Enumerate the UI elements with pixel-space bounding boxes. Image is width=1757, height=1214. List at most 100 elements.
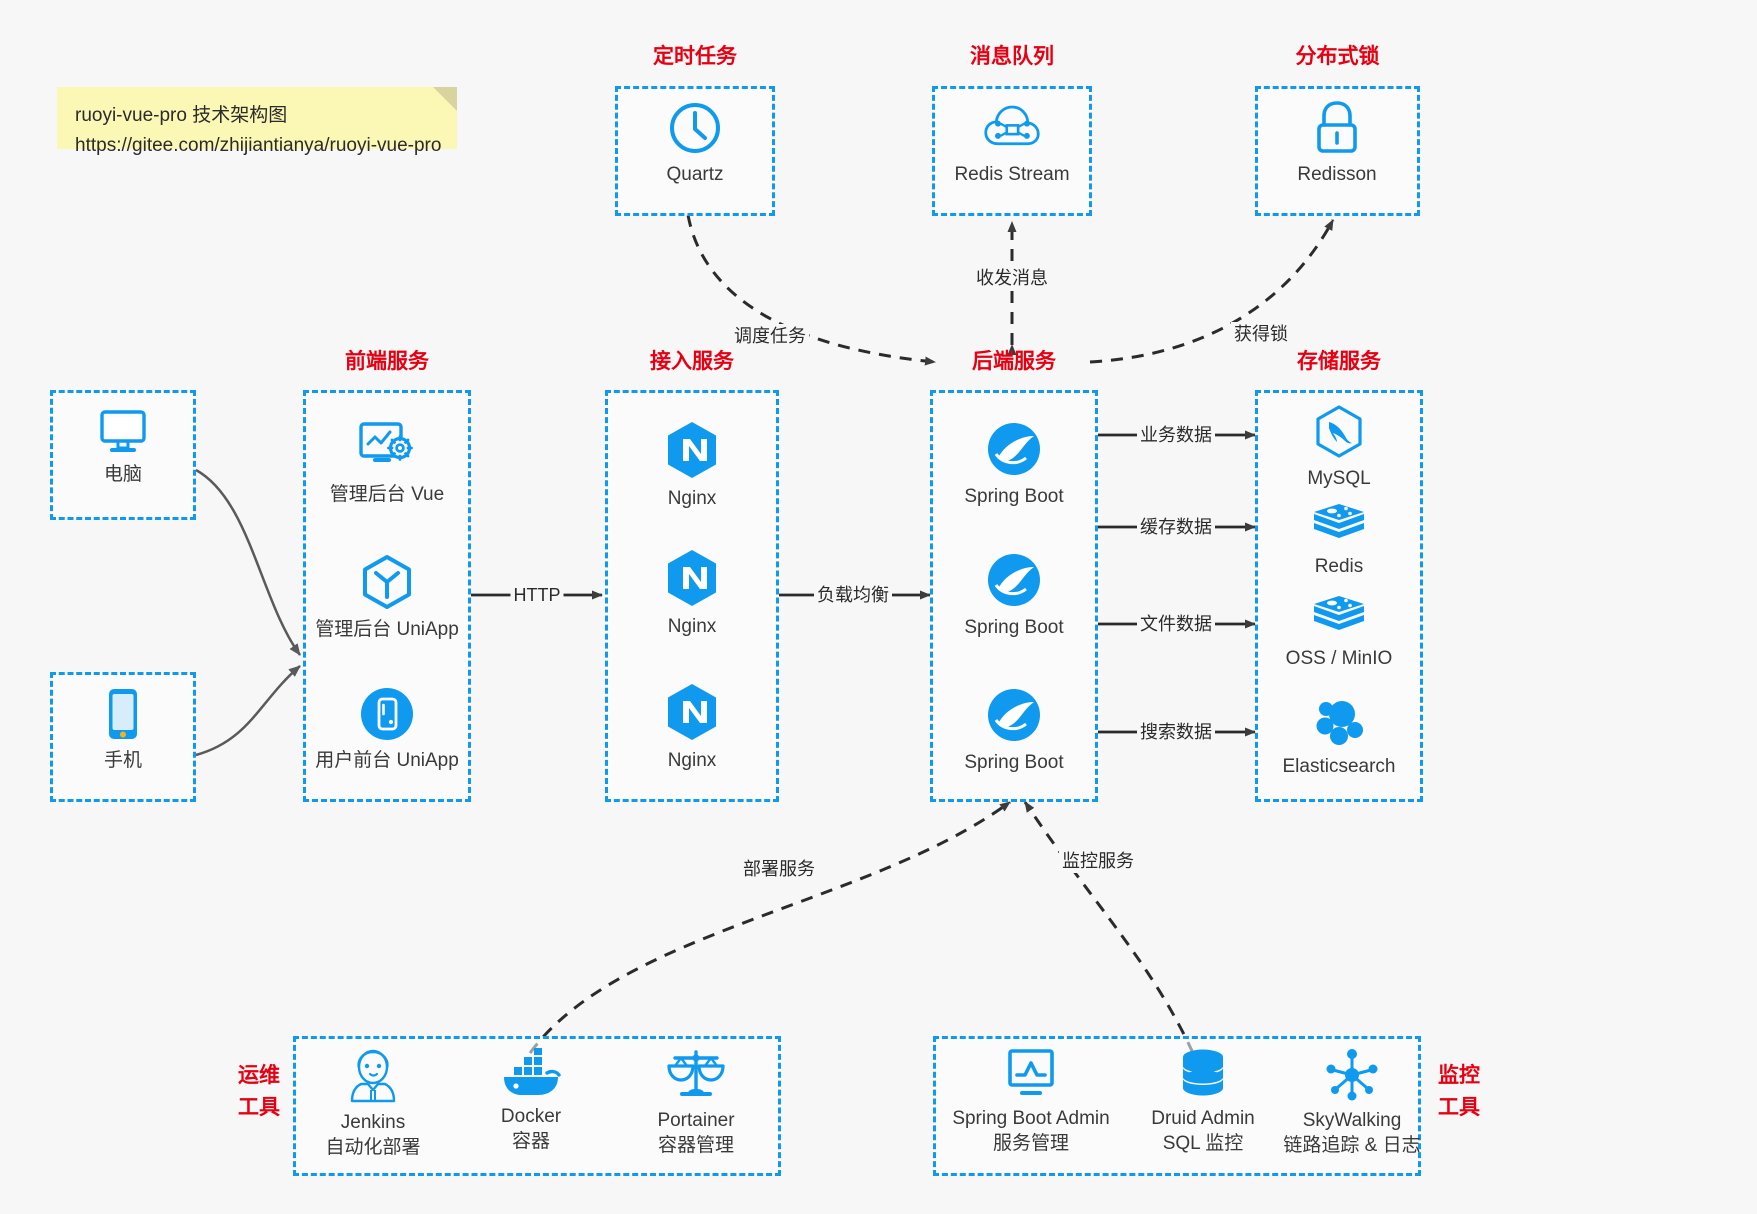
node-user-uniapp[interactable]: 用户前台 UniApp (313, 686, 461, 773)
node-nginx-3[interactable]: Nginx (630, 682, 754, 773)
node-label: Nginx (667, 488, 717, 509)
node-redisson[interactable]: Redisson (1277, 100, 1397, 187)
node-oss-minio[interactable]: OSS / MinIO (1270, 594, 1408, 671)
group-title-devops: 运维 工具 (228, 1060, 290, 1124)
edge-mobile-frontend (195, 665, 301, 757)
clock-icon (670, 103, 720, 153)
jenkins-icon (350, 1049, 396, 1103)
node-nginx-2[interactable]: Nginx (630, 548, 754, 639)
edge-backend-lock-line (1089, 219, 1335, 364)
node-label: Nginx (667, 750, 717, 771)
node-redis-stream[interactable]: Redis Stream (952, 100, 1072, 187)
node-label: MySQL (1307, 468, 1371, 489)
group-box-monitor (933, 1036, 1421, 1176)
node-sublabel: SQL 监控 (1162, 1133, 1244, 1154)
node-redis[interactable]: Redis (1270, 502, 1408, 579)
nginx-icon (668, 550, 716, 606)
node-label: Redis (1314, 556, 1364, 577)
node-label: Jenkins (340, 1112, 406, 1133)
group-title-gateway: 接入服务 (650, 350, 734, 373)
node-label: Spring Boot (964, 752, 1064, 773)
edge-devops-backend-line (528, 800, 1011, 1054)
node-skywalking[interactable]: SkyWalking 链路追踪 & 日志 (1276, 1048, 1428, 1158)
mobile-app-icon (361, 688, 413, 740)
note-title: ruoyi-vue-pro 技术架构图 (75, 105, 288, 126)
node-label: Portainer (657, 1110, 735, 1131)
node-portainer[interactable]: Portainer 容器管理 (634, 1048, 758, 1158)
group-box-client-pc (50, 390, 196, 520)
node-quartz[interactable]: Quartz (635, 100, 755, 187)
skywalking-icon (1326, 1049, 1378, 1101)
group-title-lock: 分布式锁 (1295, 45, 1380, 68)
group-title-monitor: 监控 工具 (1428, 1060, 1490, 1124)
scales-icon (667, 1050, 725, 1096)
node-label: Quartz (666, 164, 724, 185)
note-url: https://gitee.com/zhijiantianya/ruoyi-vu… (75, 135, 442, 156)
node-admin-vue[interactable]: 管理后台 Vue (313, 420, 461, 507)
node-spring-boot-1[interactable]: Spring Boot (940, 420, 1088, 509)
node-docker[interactable]: Docker 容器 (476, 1048, 586, 1154)
node-jenkins[interactable]: Jenkins 自动化部署 (318, 1048, 428, 1160)
group-title-monitor-line2: 工具 (1438, 1096, 1480, 1119)
docker-icon (504, 1048, 561, 1095)
node-spring-boot-admin[interactable]: Spring Boot Admin 服务管理 (940, 1048, 1122, 1156)
lock-icon (1317, 101, 1357, 153)
node-label: 电脑 (103, 464, 142, 485)
edge-label-cache-data: 缓存数据 (1137, 515, 1215, 539)
group-title-frontend: 前端服务 (345, 350, 429, 373)
node-druid-admin[interactable]: Druid Admin SQL 监控 (1136, 1048, 1270, 1156)
oss-minio-icon (1314, 596, 1364, 630)
edge-label-deploy-service: 部署服务 (740, 857, 818, 881)
edge-label-file-data: 文件数据 (1137, 612, 1215, 636)
node-label: OSS / MinIO (1285, 648, 1393, 669)
node-label: Elasticsearch (1282, 756, 1396, 777)
node-mysql[interactable]: MySQL (1270, 404, 1408, 491)
node-label: Nginx (667, 616, 717, 637)
nginx-icon (668, 422, 716, 478)
edge-label-schedule-task: 调度任务 (731, 324, 809, 348)
edge-label-http: HTTP (510, 583, 564, 607)
edge-label-search-data: 搜索数据 (1137, 720, 1215, 744)
node-label: 用户前台 UniApp (315, 750, 459, 771)
group-title-scheduler: 定时任务 (653, 45, 737, 68)
edge-label-acquire-lock: 获得锁 (1231, 322, 1291, 346)
node-label: Spring Boot (964, 486, 1064, 507)
mysql-icon (1316, 405, 1362, 458)
node-label: 手机 (103, 750, 142, 771)
redis-icon (1314, 504, 1364, 538)
note-fold-corner (433, 87, 457, 111)
desktop-icon (100, 410, 146, 452)
nginx-icon (668, 684, 716, 740)
cloud-stream-icon (984, 105, 1040, 146)
dashboard-gear-icon (359, 422, 413, 462)
edge-pc-frontend (195, 468, 302, 656)
node-sublabel: 容器管理 (657, 1135, 734, 1156)
node-nginx-1[interactable]: Nginx (630, 420, 754, 511)
group-title-storage: 存储服务 (1297, 350, 1381, 373)
node-admin-uniapp[interactable]: 管理后台 UniApp (313, 553, 461, 642)
node-label: SkyWalking (1302, 1110, 1402, 1131)
database-icon (1183, 1049, 1223, 1096)
node-sublabel: 链路追踪 & 日志 (1283, 1135, 1421, 1156)
node-label: 管理后台 UniApp (315, 619, 459, 640)
node-mobile[interactable]: 手机 (75, 686, 171, 773)
spring-boot-icon (988, 689, 1040, 741)
node-elasticsearch[interactable]: Elasticsearch (1270, 696, 1408, 779)
node-label: Druid Admin (1151, 1108, 1255, 1129)
group-title-devops-line1: 运维 (238, 1064, 280, 1087)
group-title-backend: 后端服务 (972, 350, 1056, 373)
node-pc[interactable]: 电脑 (75, 406, 171, 487)
edge-label-monitor-service: 监控服务 (1059, 849, 1137, 873)
node-label: 管理后台 Vue (329, 484, 445, 505)
node-sublabel: 自动化部署 (325, 1137, 421, 1158)
node-spring-boot-2[interactable]: Spring Boot (940, 551, 1088, 640)
group-title-devops-line2: 工具 (238, 1096, 280, 1119)
node-spring-boot-3[interactable]: Spring Boot (940, 686, 1088, 775)
edge-scheduler-backend-line (686, 214, 936, 366)
sticky-note: ruoyi-vue-pro 技术架构图 https://gitee.com/zh… (57, 87, 457, 156)
node-label: Redis Stream (954, 164, 1070, 185)
edge-label-business-data: 业务数据 (1137, 423, 1215, 447)
node-label: Spring Boot Admin (952, 1108, 1110, 1129)
